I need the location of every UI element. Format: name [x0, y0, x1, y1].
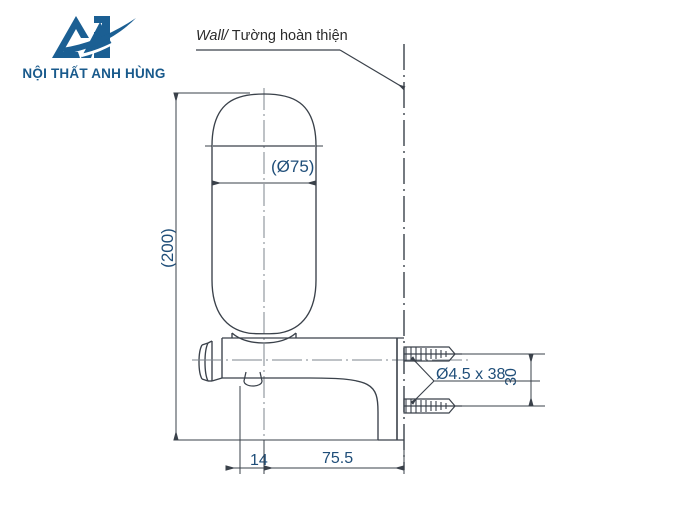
- mounting-screw-lower: [403, 398, 462, 414]
- wall-label-en: Wall/: [196, 28, 228, 44]
- valve-housing: [198, 337, 404, 441]
- mounting-screw-upper: [403, 346, 462, 362]
- actuator-knob: [243, 371, 263, 387]
- dimension-bottom-row: [225, 386, 405, 474]
- dimension-screw-spacing: [455, 353, 545, 407]
- wall-label-vi: Tường hoàn thiện: [231, 28, 348, 44]
- wall-label-leader: [196, 49, 406, 90]
- brand-name: NỘI THẤT ANH HÙNG: [22, 66, 166, 81]
- dimension-label-projection: 75.5: [322, 450, 354, 467]
- dimension-overall-height: [173, 92, 404, 441]
- dimension-label-screw-spec: Ø4.5 x 38: [436, 366, 506, 383]
- screw-spec-leader: [410, 356, 540, 405]
- dimension-bulb-diameter: [211, 164, 317, 192]
- dimension-label-spout-offset: 14: [250, 452, 268, 469]
- wall-label: Wall/ Tường hoàn thiện: [196, 28, 348, 44]
- dimension-label-bulb-diameter: (Ø75): [271, 157, 315, 176]
- brand-logo: NỘI THẤT ANH HÙNG: [14, 12, 174, 92]
- ah-monogram-logo-icon: [52, 16, 138, 58]
- dispenser-body-outline: [211, 93, 317, 335]
